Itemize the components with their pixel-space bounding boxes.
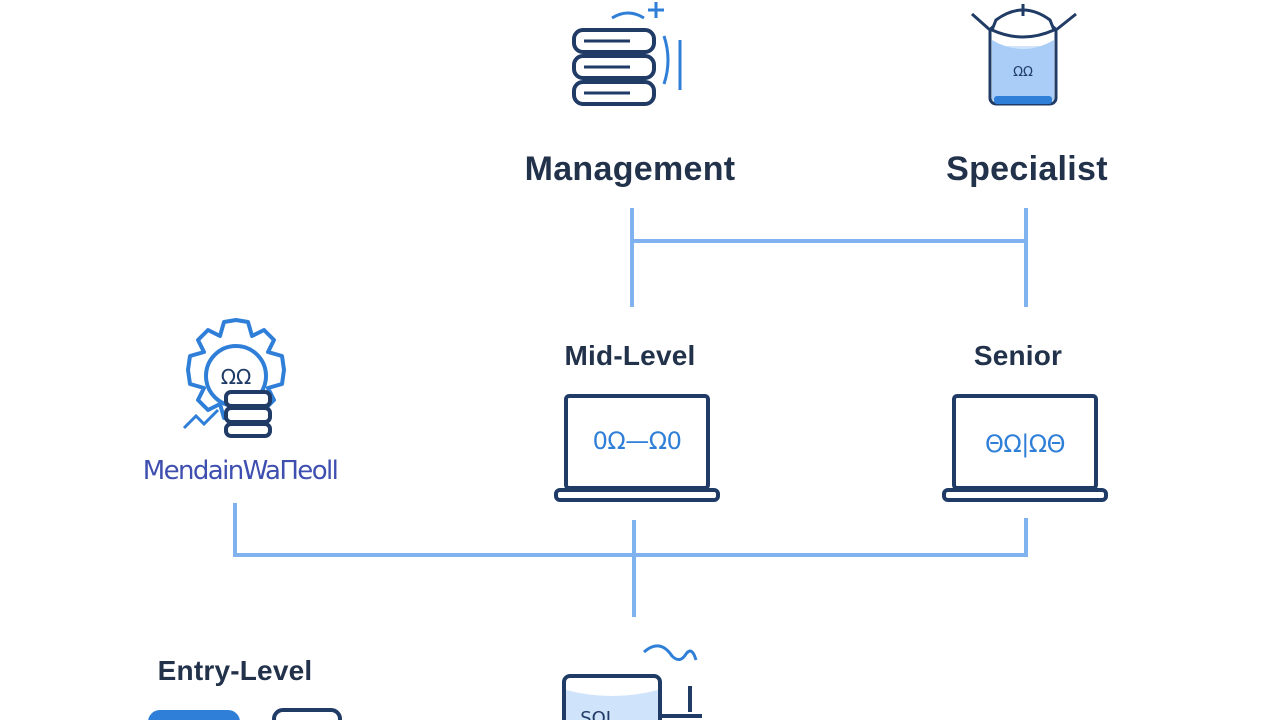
node-label-senior: Senior [973,340,1063,371]
database-container-icon: ΩΩ [971,4,1077,106]
node-label-specialist: Specialist [946,150,1108,188]
gear-database-icon: ΩΩ [182,318,286,438]
svg-text:ΩΩ: ΩΩ [221,365,252,389]
node-label-management: Management [524,150,736,188]
connectors [233,208,1028,617]
svg-text:ΩΩ: ΩΩ [1013,65,1033,80]
outline-pill-icon [272,708,342,720]
sql-icon-text: SQL [580,708,616,720]
sql-database-icon: SQL [562,644,702,720]
laptop-screen-text-midlevel: 0Ω—Ω0 [593,427,682,455]
laptop-icon-midlevel: 0Ω—Ω0 [554,394,720,502]
server-stack-icon [572,2,682,106]
node-label-mid-level: Mid-Level [564,340,696,371]
laptop-icon-senior: ΘΩ|ΩΘ [942,394,1108,502]
node-label-gear: MendainWaΠeoll [142,456,339,486]
node-label-entry-level: Entry-Level [157,655,313,686]
laptop-screen-text-senior: ΘΩ|ΩΘ [985,430,1065,458]
entry-level-icons [148,708,342,720]
blue-pill-icon [148,710,240,720]
